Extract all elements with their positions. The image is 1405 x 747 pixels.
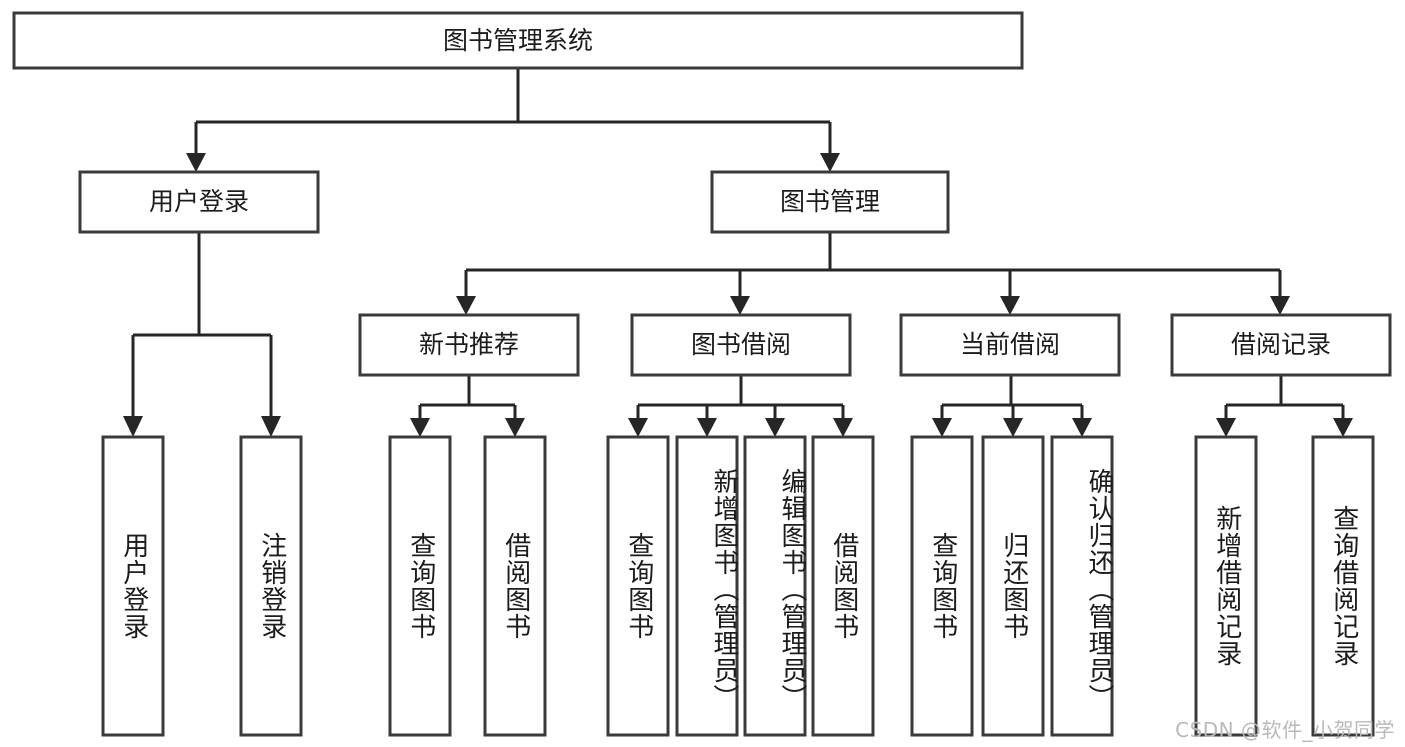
node-new-book-rec-box[interactable]	[358, 313, 580, 377]
node-new-book-rec[interactable]: 新书推荐	[358, 313, 580, 377]
node-book-manage-label: 图书管理	[780, 187, 880, 216]
leaf-box-borrow-book-rec[interactable]	[483, 435, 547, 737]
leaf-box-add-record[interactable]	[1194, 435, 1258, 737]
node-user-login-label: 用户登录	[149, 187, 249, 216]
connector-current-borrow-to-leaves	[932, 375, 1092, 437]
arrow-head-user-login	[186, 153, 206, 172]
arrow-head-leaf-borrow-book	[833, 418, 853, 437]
leaf-box-query-book-cur[interactable]	[910, 435, 974, 737]
leaf-boxes	[101, 435, 1375, 737]
leaf-box-borrow-book[interactable]	[811, 435, 875, 737]
arrow-head-book-borrow	[730, 296, 750, 315]
arrow-head-leaf-query-book	[628, 418, 648, 437]
node-book-borrow[interactable]: 图书借阅	[630, 313, 852, 377]
node-current-borrow-label: 当前借阅	[960, 330, 1060, 359]
arrow-head-new-book-rec	[456, 296, 476, 315]
watermark-text: CSDN @软件_小贺同学	[1175, 718, 1395, 742]
leaf-box-return-book[interactable]	[981, 435, 1045, 737]
connector-user-login-to-leaves	[123, 232, 281, 437]
connector-book-manage-to-level3	[456, 232, 1290, 315]
arrow-head-leaf-add-record	[1216, 418, 1236, 437]
node-root-box[interactable]	[12, 11, 1024, 70]
connector-borrow-record-to-leaves	[1216, 375, 1353, 437]
arrow-head-leaf-query-book-rec	[410, 418, 430, 437]
node-book-borrow-label: 图书借阅	[691, 330, 791, 359]
node-current-borrow[interactable]: 当前借阅	[899, 313, 1121, 377]
arrow-head-book-manage	[820, 153, 840, 172]
node-book-borrow-box[interactable]	[630, 313, 852, 377]
leaf-box-edit-book[interactable]	[743, 435, 807, 737]
leaf-box-query-book-rec[interactable]	[388, 435, 452, 737]
arrow-head-leaf-confirm-return	[1072, 418, 1092, 437]
arrow-head-current-borrow	[1000, 296, 1020, 315]
node-borrow-record-box[interactable]	[1170, 313, 1392, 377]
node-current-borrow-box[interactable]	[899, 313, 1121, 377]
node-root-label: 图书管理系统	[443, 26, 593, 55]
leaf-box-user-login[interactable]	[101, 435, 165, 737]
node-root[interactable]: 图书管理系统	[12, 11, 1024, 70]
node-book-manage[interactable]: 图书管理	[710, 170, 950, 234]
leaf-box-query-book[interactable]	[606, 435, 670, 737]
node-borrow-record-label: 借阅记录	[1231, 330, 1331, 359]
connector-new-book-rec-to-leaves	[410, 375, 525, 437]
leaf-box-add-book[interactable]	[675, 435, 739, 737]
connector-root-to-level2	[186, 68, 840, 172]
node-borrow-record[interactable]: 借阅记录	[1170, 313, 1392, 377]
arrow-head-leaf-borrow-book-rec	[505, 418, 525, 437]
arrow-head-leaf-edit-book	[765, 418, 785, 437]
leaf-box-query-record[interactable]	[1311, 435, 1375, 737]
arrow-head-borrow-record	[1270, 296, 1290, 315]
arrow-head-leaf-query-book-cur	[932, 418, 952, 437]
leaf-box-confirm-return[interactable]	[1050, 435, 1114, 737]
node-user-login[interactable]: 用户登录	[78, 170, 320, 234]
arrow-head-leaf-user-logout	[261, 416, 281, 437]
node-new-book-rec-label: 新书推荐	[419, 330, 519, 359]
leaf-box-user-logout[interactable]	[239, 435, 303, 737]
arrow-head-leaf-add-book	[697, 418, 717, 437]
arrow-head-leaf-query-record	[1333, 418, 1353, 437]
node-book-manage-box[interactable]	[710, 170, 950, 234]
arrow-head-leaf-user-login	[123, 416, 143, 437]
node-user-login-box[interactable]	[78, 170, 320, 234]
connector-book-borrow-to-leaves	[628, 375, 853, 437]
arrow-head-leaf-return-book	[1003, 418, 1023, 437]
